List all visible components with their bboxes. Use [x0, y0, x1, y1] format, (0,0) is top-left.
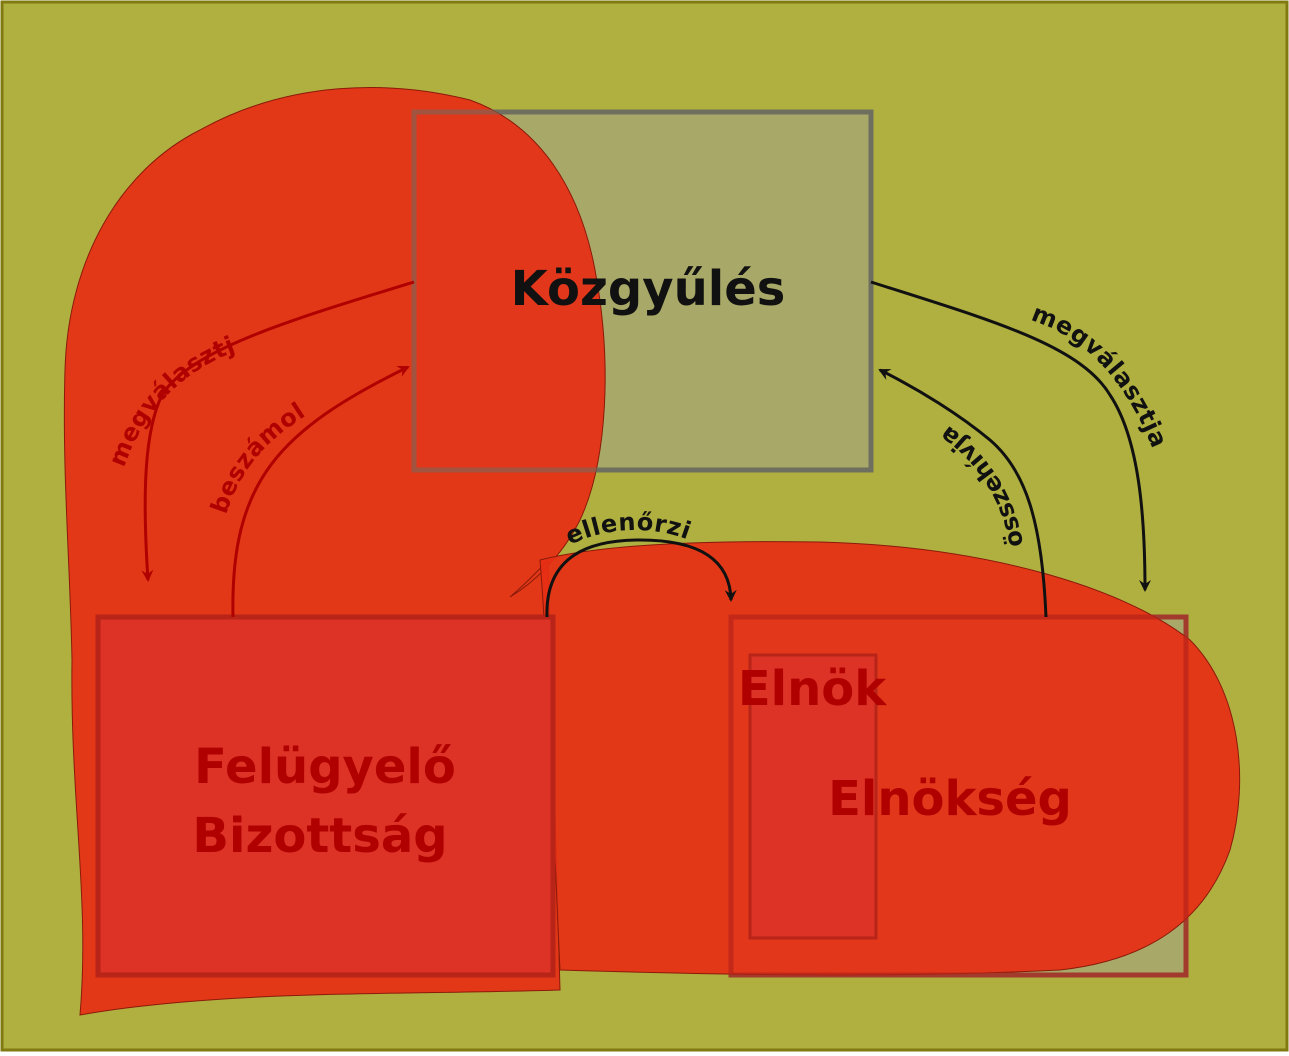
node-elnokseg-frame: [728, 614, 1189, 978]
elnokseg-title: Elnökség: [828, 771, 1072, 827]
felugyelo-title-line2: Bizottság: [192, 808, 447, 864]
felugyelo-title-line1: Felügyelő: [194, 739, 456, 795]
edge-osszehivja: [878, 368, 1048, 618]
node-kozgyules-frame: [411, 109, 874, 473]
kozgyules-title: Közgyűlés: [511, 261, 786, 317]
node-felugyelo: [95, 614, 556, 978]
node-elnok: [748, 653, 878, 940]
edge-ellenorzi: [545, 538, 737, 618]
edge-megvalasztja-left: [141, 280, 415, 582]
edge-megvalasztja-right: [870, 280, 1151, 592]
elnok-title: Elnök: [738, 661, 887, 717]
shape-red-right: [539, 541, 1241, 976]
edge-beszamol: [231, 365, 410, 618]
